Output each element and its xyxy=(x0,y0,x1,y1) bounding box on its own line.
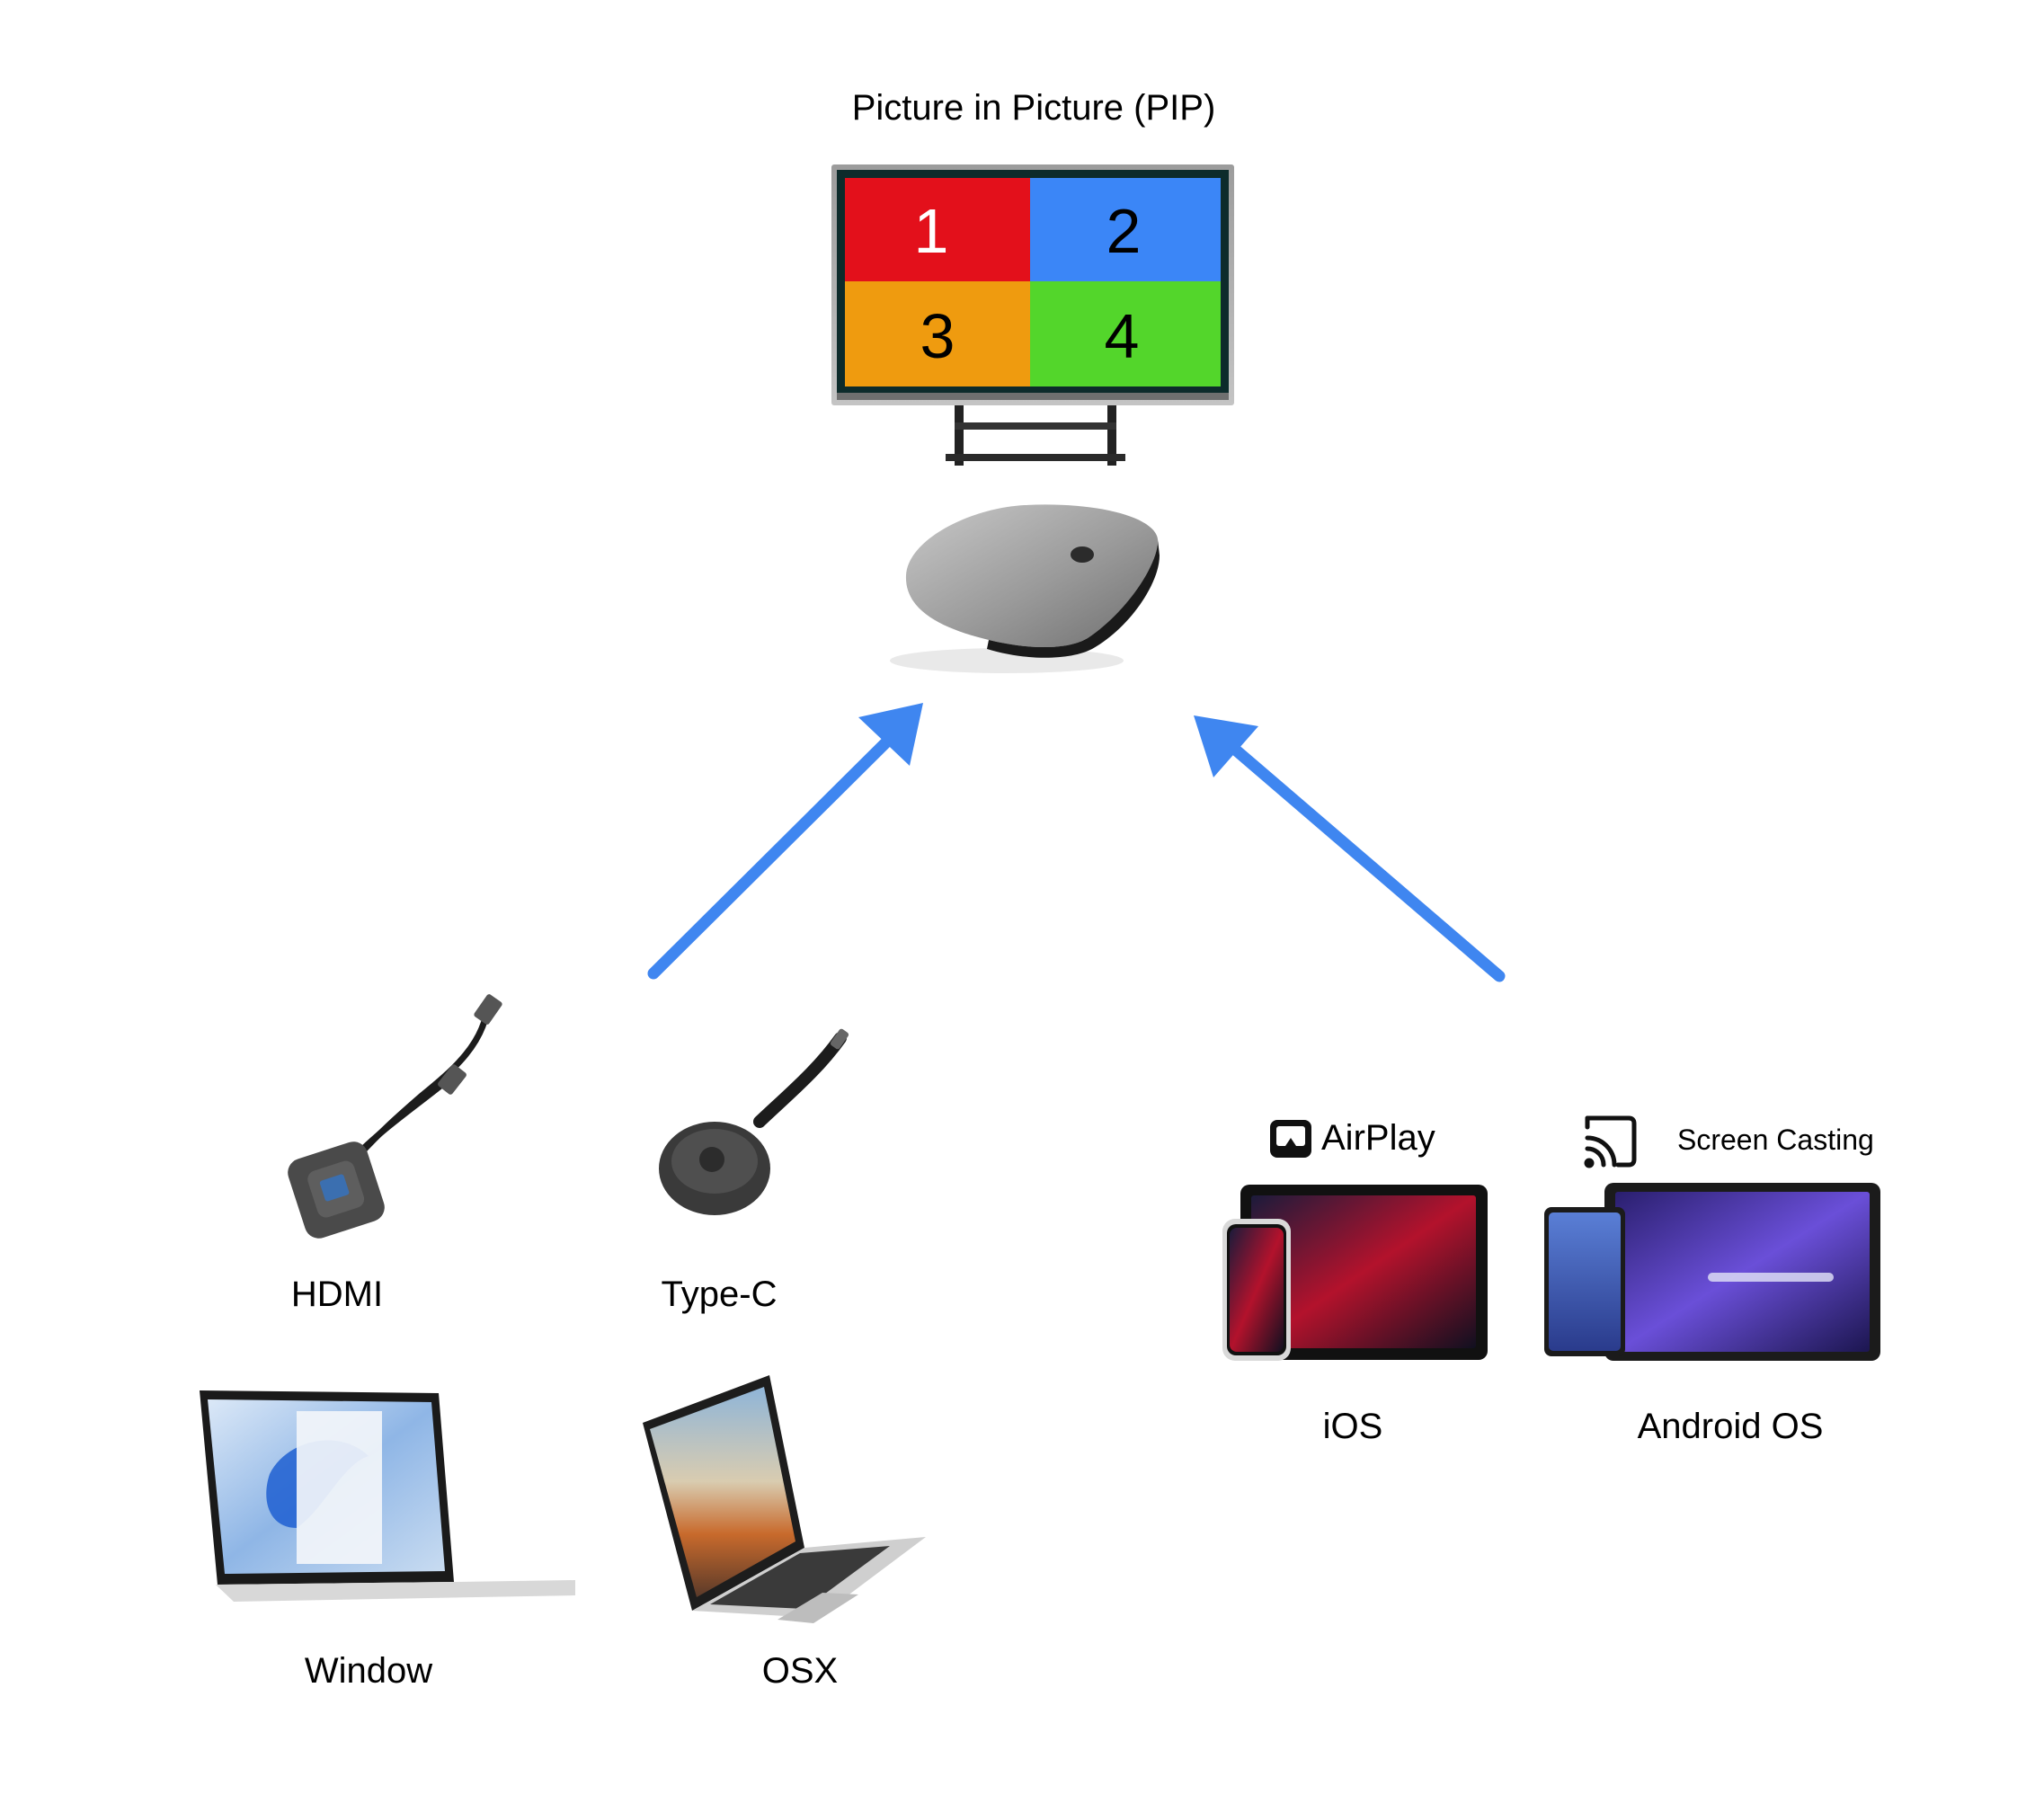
wireless-receiver-hub-icon xyxy=(890,504,1160,673)
windows-label: Window xyxy=(304,1651,433,1691)
quadrant-1 xyxy=(845,178,1030,281)
quadrant-4-label: 4 xyxy=(1105,301,1140,371)
airplay-label: AirPlay xyxy=(1321,1118,1435,1158)
page-title: Picture in Picture (PIP) xyxy=(851,88,1216,128)
quadrant-3 xyxy=(845,281,1030,386)
quadrant-1-label: 1 xyxy=(914,196,949,266)
arrow-right-to-hub xyxy=(1194,715,1506,982)
type-c-dongle-icon xyxy=(659,1028,849,1215)
ios-label: iOS xyxy=(1322,1407,1383,1446)
airplay-icon xyxy=(1270,1120,1311,1158)
screen-casting-icon xyxy=(1584,1115,1637,1168)
quadrant-3-label: 3 xyxy=(920,301,955,371)
quadrant-4 xyxy=(1030,281,1221,386)
quadrant-2-label: 2 xyxy=(1106,196,1142,266)
osx-label: OSX xyxy=(761,1651,839,1691)
hdmi-dongle-icon xyxy=(288,994,502,1239)
hdmi-label: HDMI xyxy=(290,1275,384,1314)
arrow-left-to-hub xyxy=(647,703,923,980)
android-tablet-phone-icon xyxy=(1544,1183,1880,1361)
macbook-laptop-icon xyxy=(643,1375,926,1623)
type-c-label: Type-C xyxy=(661,1275,778,1314)
windows-laptop-icon xyxy=(200,1390,575,1602)
android-label: Android OS xyxy=(1637,1407,1824,1446)
interactive-display-panel: 1 2 3 4 xyxy=(831,164,1234,466)
quadrant-2 xyxy=(1030,178,1221,281)
screen-casting-label: Screen Casting xyxy=(1677,1124,1874,1156)
ipad-iphone-icon xyxy=(1222,1185,1488,1361)
